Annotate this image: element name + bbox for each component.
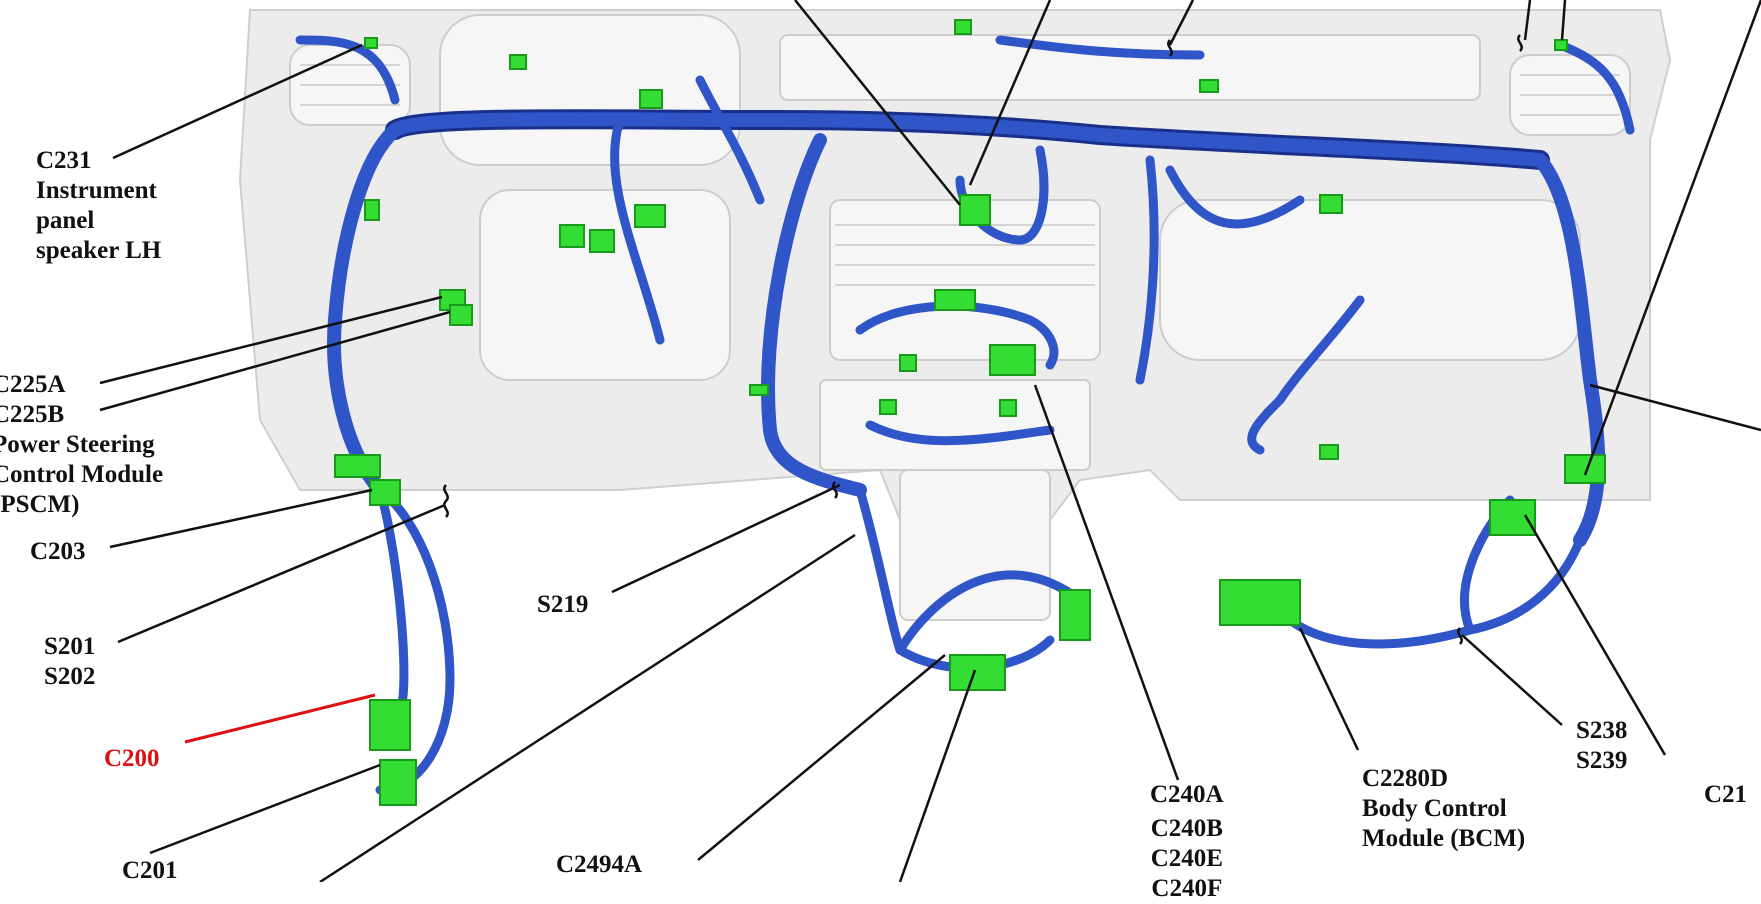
splice-marks	[443, 34, 1523, 645]
connectors	[334, 19, 1606, 806]
label-c2280d: C2280D Body Control Module (BCM)	[1362, 765, 1526, 852]
upper-trim	[779, 34, 1481, 101]
label-c21: C21	[1704, 781, 1748, 808]
label-s201: S201 S202	[44, 633, 96, 690]
label-s238: S238 S239	[1576, 717, 1628, 774]
label-s219: S219	[537, 591, 589, 618]
label-c240: C240A C240B C240E C240F	[1150, 781, 1224, 902]
diagram-canvas	[99, 0, 1761, 884]
label-c203: C203	[30, 538, 86, 565]
leader-line-c200	[184, 693, 376, 744]
console-bracket	[899, 469, 1051, 621]
cluster-hood	[439, 14, 741, 166]
steering-column-opening	[479, 189, 731, 381]
wiring-harness	[295, 35, 1635, 795]
label-c201: C201	[122, 857, 178, 884]
label-c200: C200	[104, 745, 160, 772]
label-c2494a: C2494A	[556, 851, 643, 878]
leader-lines	[99, 0, 1761, 884]
label-c231: C231 Instrument panel speaker LH	[36, 147, 162, 264]
label-c225: C225A C225B Power Steering Control Modul…	[0, 371, 164, 518]
